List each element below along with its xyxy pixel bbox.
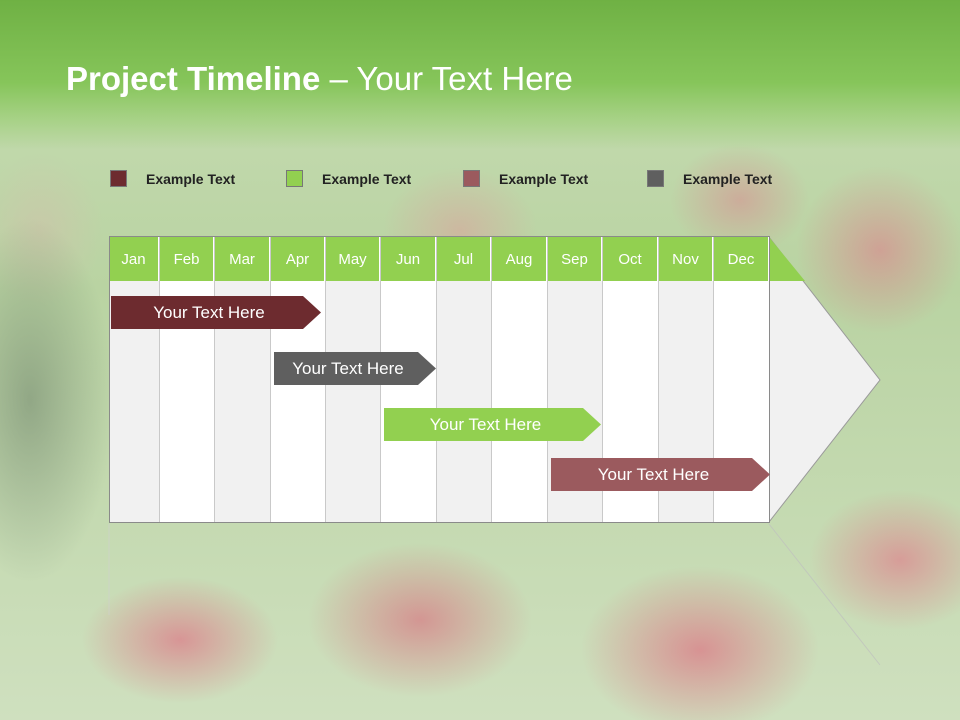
month-label-apr: Apr — [271, 237, 325, 281]
month-label-mar: Mar — [215, 237, 270, 281]
month-column-mar: Mar — [215, 237, 271, 522]
title-rest-text: – Your Text Here — [320, 60, 573, 97]
legend-item-3: Example Text — [463, 170, 588, 187]
slide-title: Project Timeline – Your Text Here — [66, 60, 573, 98]
arrow-reflection — [768, 523, 881, 666]
task-bar-label-3: Your Text Here — [429, 414, 542, 434]
month-column-jan: Jan — [109, 237, 160, 522]
month-label-jan: Jan — [109, 237, 159, 281]
month-column-jul: Jul — [437, 237, 492, 522]
month-label-aug: Aug — [492, 237, 547, 281]
legend-swatch-2 — [286, 170, 303, 187]
arrow-head-header — [769, 237, 805, 281]
title-band — [0, 0, 960, 150]
month-label-jul: Jul — [437, 237, 491, 281]
task-bar-3[interactable]: Your Text Here — [384, 408, 601, 441]
legend-label-2: Example Text — [322, 170, 412, 187]
month-label-sep: Sep — [548, 237, 602, 281]
month-label-dec: Dec — [714, 237, 769, 281]
month-label-nov: Nov — [659, 237, 713, 281]
month-label-may: May — [326, 237, 380, 281]
month-label-oct: Oct — [603, 237, 658, 281]
legend-swatch-3 — [463, 170, 480, 187]
legend-item-4: Example Text — [647, 170, 772, 187]
legend-label-4: Example Text — [683, 170, 773, 187]
legend-label-1: Example Text — [146, 170, 236, 187]
task-bar-label-2: Your Text Here — [292, 358, 404, 378]
legend: Example Text Example Text Example Text E… — [0, 170, 960, 200]
legend-item-1: Example Text — [110, 170, 235, 187]
month-label-jun: Jun — [381, 237, 436, 281]
legend-item-2: Example Text — [286, 170, 411, 187]
task-bar-2[interactable]: Your Text Here — [274, 352, 436, 385]
legend-swatch-1 — [110, 170, 127, 187]
legend-label-3: Example Text — [499, 170, 589, 187]
month-column-aug: Aug — [492, 237, 548, 522]
task-bar-4[interactable]: Your Text Here — [551, 458, 770, 491]
title-bold-text: Project Timeline — [66, 60, 321, 97]
task-bar-1[interactable]: Your Text Here — [111, 296, 321, 329]
task-bar-label-4: Your Text Here — [597, 464, 710, 484]
legend-swatch-4 — [647, 170, 664, 187]
task-bar-label-1: Your Text Here — [153, 302, 265, 322]
month-label-feb: Feb — [160, 237, 214, 281]
month-column-feb: Feb — [160, 237, 215, 522]
